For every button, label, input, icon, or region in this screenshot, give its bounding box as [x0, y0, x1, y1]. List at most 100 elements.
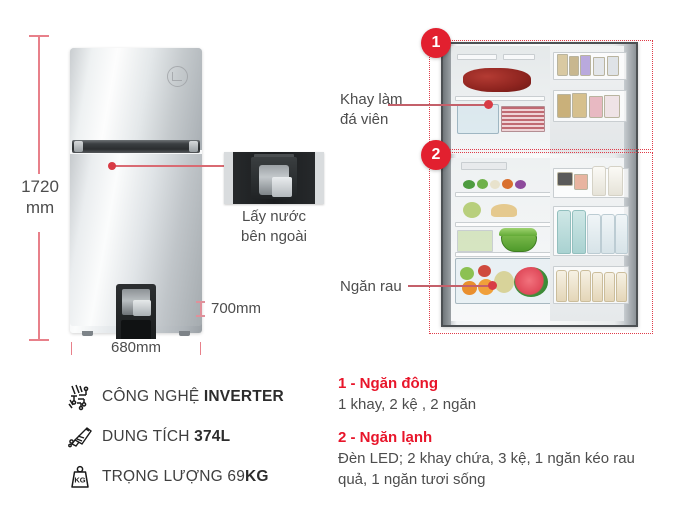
- fruit-item: [460, 267, 474, 280]
- cooking-pot-lid: [499, 228, 537, 236]
- fruit-item: [478, 265, 491, 277]
- fridge-handle-right-cap: [189, 141, 198, 152]
- fridge-handle-left-cap: [74, 141, 83, 152]
- vegetable-item: [502, 179, 513, 189]
- food-pack: [588, 96, 603, 118]
- fruit-item: [462, 281, 477, 295]
- bottle-item: [607, 166, 623, 196]
- cooler-highlight-box: [429, 152, 653, 334]
- jar-item: [556, 54, 568, 76]
- vegetable-leader-line: [408, 285, 494, 287]
- spec-label-weight: TRỌNG LƯỢNG 69KG: [102, 468, 269, 485]
- water-bottle: [614, 214, 628, 254]
- jar-item: [556, 94, 571, 118]
- height-dimension-cap-bottom: [29, 339, 49, 341]
- ice-tray: [457, 104, 499, 134]
- beverage-bottle: [555, 270, 567, 302]
- vegetable-leader-dot: [488, 281, 497, 290]
- height-dimension-line-upper: [38, 36, 40, 174]
- food-container: [457, 230, 493, 252]
- freezer-light-bar-2: [503, 54, 535, 60]
- refrigerator-open-image: [441, 42, 638, 327]
- food-pack: [573, 174, 588, 190]
- open-fridge-frame: [441, 42, 638, 327]
- height-dimension-line-lower: [38, 232, 40, 340]
- dispenser-callout-label: Lấy nước bên ngoài: [241, 208, 307, 245]
- dispenser-closeup-image: [224, 152, 324, 204]
- jar-item: [571, 93, 587, 118]
- water-bottle: [600, 214, 615, 254]
- vegetable-callout-label: Ngăn rau: [340, 278, 402, 295]
- spec-row-weight: KG TRỌNG LƯỢNG 69KG: [58, 458, 338, 496]
- jar-item: [606, 56, 619, 76]
- spec-list: CÔNG NGHỆ INVERTER DUNG TÍCH 374L KG TRỌ…: [58, 378, 338, 498]
- beverage-bottle: [603, 272, 615, 302]
- beverage-bottle: [591, 272, 603, 302]
- depth-dimension-label: 700mm: [211, 300, 262, 317]
- dispenser-leader-line: [112, 165, 224, 167]
- vegetable-item: [463, 180, 475, 189]
- fridge-foot-right: [179, 331, 190, 336]
- freezer-highlight-box: [429, 40, 653, 150]
- fridge-foot-left: [82, 331, 93, 336]
- ice-tray-callout-label: Khay làm đá viên: [340, 91, 403, 128]
- spec-label-inverter: CÔNG NGHỆ INVERTER: [102, 388, 284, 405]
- cooler-interior: [451, 158, 553, 321]
- fridge-cooler-door: [70, 154, 202, 354]
- capacity-icon: [58, 422, 102, 452]
- freezer-shelf: [455, 96, 545, 101]
- vegetable-item: [477, 179, 488, 189]
- meat-item: [463, 68, 531, 92]
- food-pack: [603, 95, 620, 118]
- depth-dimension: 700mm: [196, 300, 261, 317]
- frozen-meat-pack: [501, 106, 545, 132]
- dispenser-recess: [122, 289, 151, 316]
- vegetable-item: [490, 180, 500, 189]
- jar-item: [568, 56, 579, 76]
- cooler-compartment: [451, 158, 629, 321]
- weight-icon: KG: [58, 462, 102, 492]
- melon-item: [494, 271, 514, 293]
- legend-title-freezer: 1 - Ngăn đông: [338, 375, 438, 392]
- svg-text:KG: KG: [74, 476, 85, 485]
- freezer-interior: [451, 46, 551, 154]
- jar-item: [592, 57, 605, 76]
- badge-1[interactable]: 1: [421, 28, 451, 58]
- dispenser-leader-dot: [108, 162, 116, 170]
- inverter-icon: [58, 382, 102, 412]
- legend-title-cooler: 2 - Ngăn lạnh: [338, 429, 433, 446]
- legend-body-freezer: 1 khay, 2 kệ , 2 ngăn: [338, 396, 477, 413]
- beverage-bottle: [567, 270, 579, 302]
- freezer-compartment: [451, 46, 627, 154]
- dispenser-closeup-lever: [272, 177, 292, 197]
- freezer-light-bar-1: [457, 54, 497, 60]
- dispenser-closeup-recess: [259, 165, 292, 197]
- ice-tray-leader-line: [388, 104, 491, 106]
- jar-item: [579, 55, 591, 76]
- dispenser-lever: [133, 300, 151, 316]
- spec-row-inverter: CÔNG NGHỆ INVERTER: [58, 378, 338, 416]
- spec-row-capacity: DUNG TÍCH 374L: [58, 418, 338, 456]
- refrigerator-front-image: [70, 48, 202, 354]
- cooler-light-panel: [461, 162, 507, 170]
- beverage-bottle: [615, 272, 627, 302]
- water-bottle: [556, 210, 571, 254]
- watermelon-item: [514, 267, 548, 297]
- cooler-door-bins: [549, 158, 629, 321]
- vegetable-item: [515, 180, 526, 189]
- fridge-freezer-door: [70, 48, 202, 150]
- food-pack: [556, 172, 573, 186]
- water-bottle: [571, 210, 586, 254]
- lg-logo-icon: [167, 66, 188, 87]
- spec-label-capacity: DUNG TÍCH 374L: [102, 428, 231, 445]
- width-dimension-label: 680mm: [72, 339, 200, 356]
- freezer-door-bins: [549, 46, 627, 154]
- dispenser-closeup-inner: [251, 157, 297, 199]
- badge-2[interactable]: 2: [421, 140, 451, 170]
- height-dimension-label: 1720 mm: [21, 177, 59, 217]
- grapes-item: [463, 202, 481, 218]
- depth-icon: [196, 300, 205, 317]
- bottle-item: [591, 166, 606, 196]
- width-dimension-cap-right: [199, 342, 201, 355]
- water-bottle: [586, 214, 601, 254]
